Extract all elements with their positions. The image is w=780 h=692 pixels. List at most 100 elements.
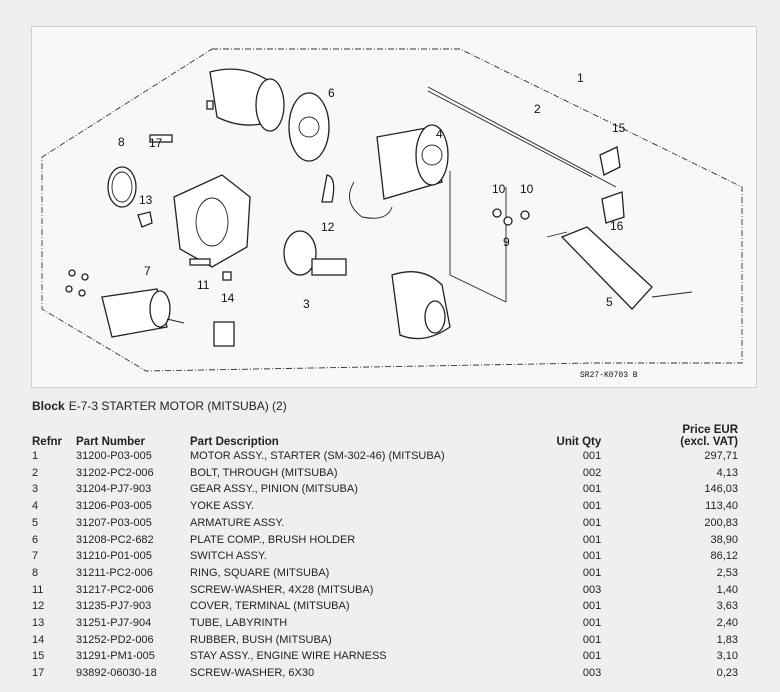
cell-part-number: 31235-PJ7-903 [76, 600, 152, 613]
callout-6: 6 [328, 86, 335, 100]
cell-price: 297,71 [704, 450, 738, 462]
cell-refnr: 14 [32, 633, 45, 646]
cell-description: YOKE ASSY. [190, 500, 255, 513]
callout-14: 14 [221, 291, 235, 305]
pinion-gear-part [283, 230, 347, 276]
cell-refnr: 7 [32, 550, 39, 563]
callout-9: 9 [503, 235, 510, 249]
cell-price: 200,83 [704, 516, 738, 529]
parts-table: Refnr Part Number Part Description Unit … [26, 416, 744, 682]
cell-part-number: 93892-06030-18 [76, 667, 157, 680]
cell-part-number: 31200-P03-005 [76, 450, 152, 462]
cell-refnr: 1 [32, 450, 39, 462]
table-row: 17 93892-06030-18 SCREW-WASHER, 6X30 003 0,2… [26, 665, 744, 682]
cell-refnr: 3 [32, 483, 39, 496]
cell-description: STAY ASSY., ENGINE WIRE HARNESS [190, 650, 387, 663]
cell-unit-qty: 001 [582, 633, 602, 646]
assembly-boundary [41, 48, 743, 372]
cell-unit-qty: 003 [582, 583, 602, 596]
cell-description: SCREW-WASHER, 6X30 [190, 667, 315, 680]
rear-cover-part [209, 68, 285, 132]
table-row: 15 31291-PM1-005 STAY ASSY., ENGINE WIRE H… [26, 648, 744, 665]
header-part-number: Part Number [76, 436, 146, 448]
stay-part [599, 146, 625, 224]
square-ring-part [107, 166, 137, 208]
callout-8: 8 [118, 135, 125, 149]
cell-price: 0,23 [716, 667, 738, 680]
callout-2: 2 [534, 102, 541, 116]
cell-price: 2,53 [716, 566, 738, 579]
callout-5: 5 [606, 295, 613, 309]
cell-price: 3,10 [716, 650, 738, 663]
cell-unit-qty: 001 [582, 533, 602, 546]
header-price: Price EUR(excl. VAT) [607, 416, 744, 448]
callout-12: 12 [321, 220, 335, 234]
callout-4: 4 [436, 127, 443, 141]
drawing-code: SR27-K0703 B [580, 371, 638, 380]
armature-part [546, 226, 693, 310]
yoke-part [376, 124, 449, 200]
cell-price: 2,40 [716, 617, 738, 630]
callout-10a: 10 [492, 182, 506, 196]
callout-1: 1 [577, 71, 584, 85]
callout-10b: 10 [520, 182, 534, 196]
cell-description: SWITCH ASSY. [190, 550, 267, 563]
cell-part-number: 31202-PC2-006 [76, 466, 154, 479]
cell-refnr: 12 [32, 600, 45, 613]
callout-3: 3 [303, 297, 310, 311]
cell-description: RUBBER, BUSH (MITSUBA) [190, 633, 332, 646]
cell-part-number: 31217-PC2-006 [76, 583, 154, 596]
cell-description: TUBE, LABYRINTH [190, 617, 288, 630]
switch-part [65, 269, 185, 338]
block-label: Block [32, 399, 65, 413]
cell-part-number: 31291-PM1-005 [76, 650, 155, 663]
small-parts [137, 100, 393, 347]
cell-price: 146,03 [704, 483, 738, 496]
cell-description: COVER, TERMINAL (MITSUBA) [190, 600, 350, 613]
header-refnr: Refnr [32, 436, 63, 448]
cell-price: 1,40 [716, 583, 738, 596]
cell-unit-qty: 001 [582, 516, 602, 529]
cell-part-number: 31251-PJ7-904 [76, 617, 152, 630]
cell-description: PLATE COMP., BRUSH HOLDER [190, 533, 356, 546]
table-row: 12 31235-PJ7-903 COVER, TERMINAL (MITSUBA)… [26, 598, 744, 615]
cell-refnr: 15 [32, 650, 45, 663]
cell-refnr: 2 [32, 466, 39, 479]
cell-unit-qty: 001 [582, 500, 602, 513]
callout-7: 7 [144, 264, 151, 278]
header-unit-qty: Unit Qty [556, 436, 602, 448]
cell-price: 4,13 [716, 466, 738, 479]
cell-refnr: 5 [32, 516, 39, 529]
callout-15: 15 [612, 121, 626, 135]
cell-refnr: 8 [32, 566, 39, 579]
cell-description: RING, SQUARE (MITSUBA) [190, 566, 330, 579]
header-price-line1: Price EUR [682, 424, 738, 436]
cell-refnr: 17 [32, 667, 45, 680]
cell-description: BOLT, THROUGH (MITSUBA) [190, 466, 338, 479]
cell-refnr: 13 [32, 617, 45, 630]
cell-unit-qty: 003 [582, 667, 602, 680]
cell-part-number: 31211-PC2-006 [76, 566, 153, 579]
front-bracket-part [391, 271, 451, 340]
callout-13: 13 [139, 193, 153, 207]
cell-part-number: 31204-PJ7-903 [76, 483, 152, 496]
table-header-row: Refnr Part Number Part Description Unit … [26, 416, 744, 448]
gear-housing-part [173, 174, 251, 268]
cell-refnr: 4 [32, 500, 39, 513]
cell-price: 3,63 [716, 600, 738, 613]
table-row: 11 31217-PC2-006 SCREW-WASHER, 4X28 (MITSU… [26, 582, 744, 599]
header-description: Part Description [190, 436, 279, 448]
diagram-svg: 1 2 15 4 6 8 17 13 10 10 9 16 12 11 14 7… [41, 48, 743, 380]
block-title: E-7-3 STARTER MOTOR (MITSUBA) (2) [68, 399, 287, 413]
cell-refnr: 11 [32, 583, 44, 596]
cell-unit-qty: 001 [582, 650, 602, 663]
cell-description: SCREW-WASHER, 4X28 (MITSUBA) [190, 583, 374, 596]
cell-unit-qty: 002 [582, 466, 602, 479]
callout-11: 11 [197, 278, 210, 292]
